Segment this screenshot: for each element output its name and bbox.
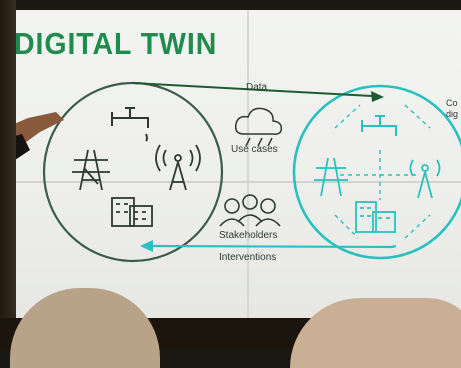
people-group-icon bbox=[219, 194, 281, 227]
interventions-arrowhead bbox=[140, 240, 153, 252]
screen-seam-horizontal bbox=[4, 181, 461, 183]
screen-seam-vertical bbox=[247, 10, 249, 328]
digital-dashed-frame bbox=[334, 104, 431, 239]
interventions-arrow bbox=[151, 244, 397, 249]
digital-power-pylon-icon bbox=[314, 157, 348, 197]
data-label: Data bbox=[246, 82, 268, 93]
cut-off-text-line1: Co bbox=[446, 98, 458, 108]
diagram bbox=[42, 81, 461, 263]
presentation-slide bbox=[4, 10, 461, 328]
radio-tower-icon bbox=[155, 144, 201, 191]
digital-buildings-icon bbox=[355, 201, 396, 233]
interventions-label: Interventions bbox=[219, 252, 277, 263]
power-pylon-icon bbox=[72, 149, 110, 191]
cut-off-text-line2: dig bbox=[446, 109, 459, 119]
storm-cloud-icon bbox=[234, 107, 283, 147]
buildings-icon bbox=[111, 197, 153, 227]
digital-radio-tower-icon bbox=[409, 159, 441, 199]
data-arrowhead bbox=[371, 91, 384, 102]
water-tap-icon bbox=[111, 107, 149, 142]
slide-title: DIGITAL TWIN bbox=[14, 26, 218, 61]
use-cases-label: Use cases bbox=[231, 144, 278, 155]
data-arrow bbox=[132, 82, 373, 97]
stakeholders-label: Stakeholders bbox=[219, 230, 278, 241]
left-edge-shadow bbox=[0, 0, 16, 349]
digital-water-tap-icon bbox=[361, 115, 397, 136]
digital-circle bbox=[292, 84, 461, 260]
